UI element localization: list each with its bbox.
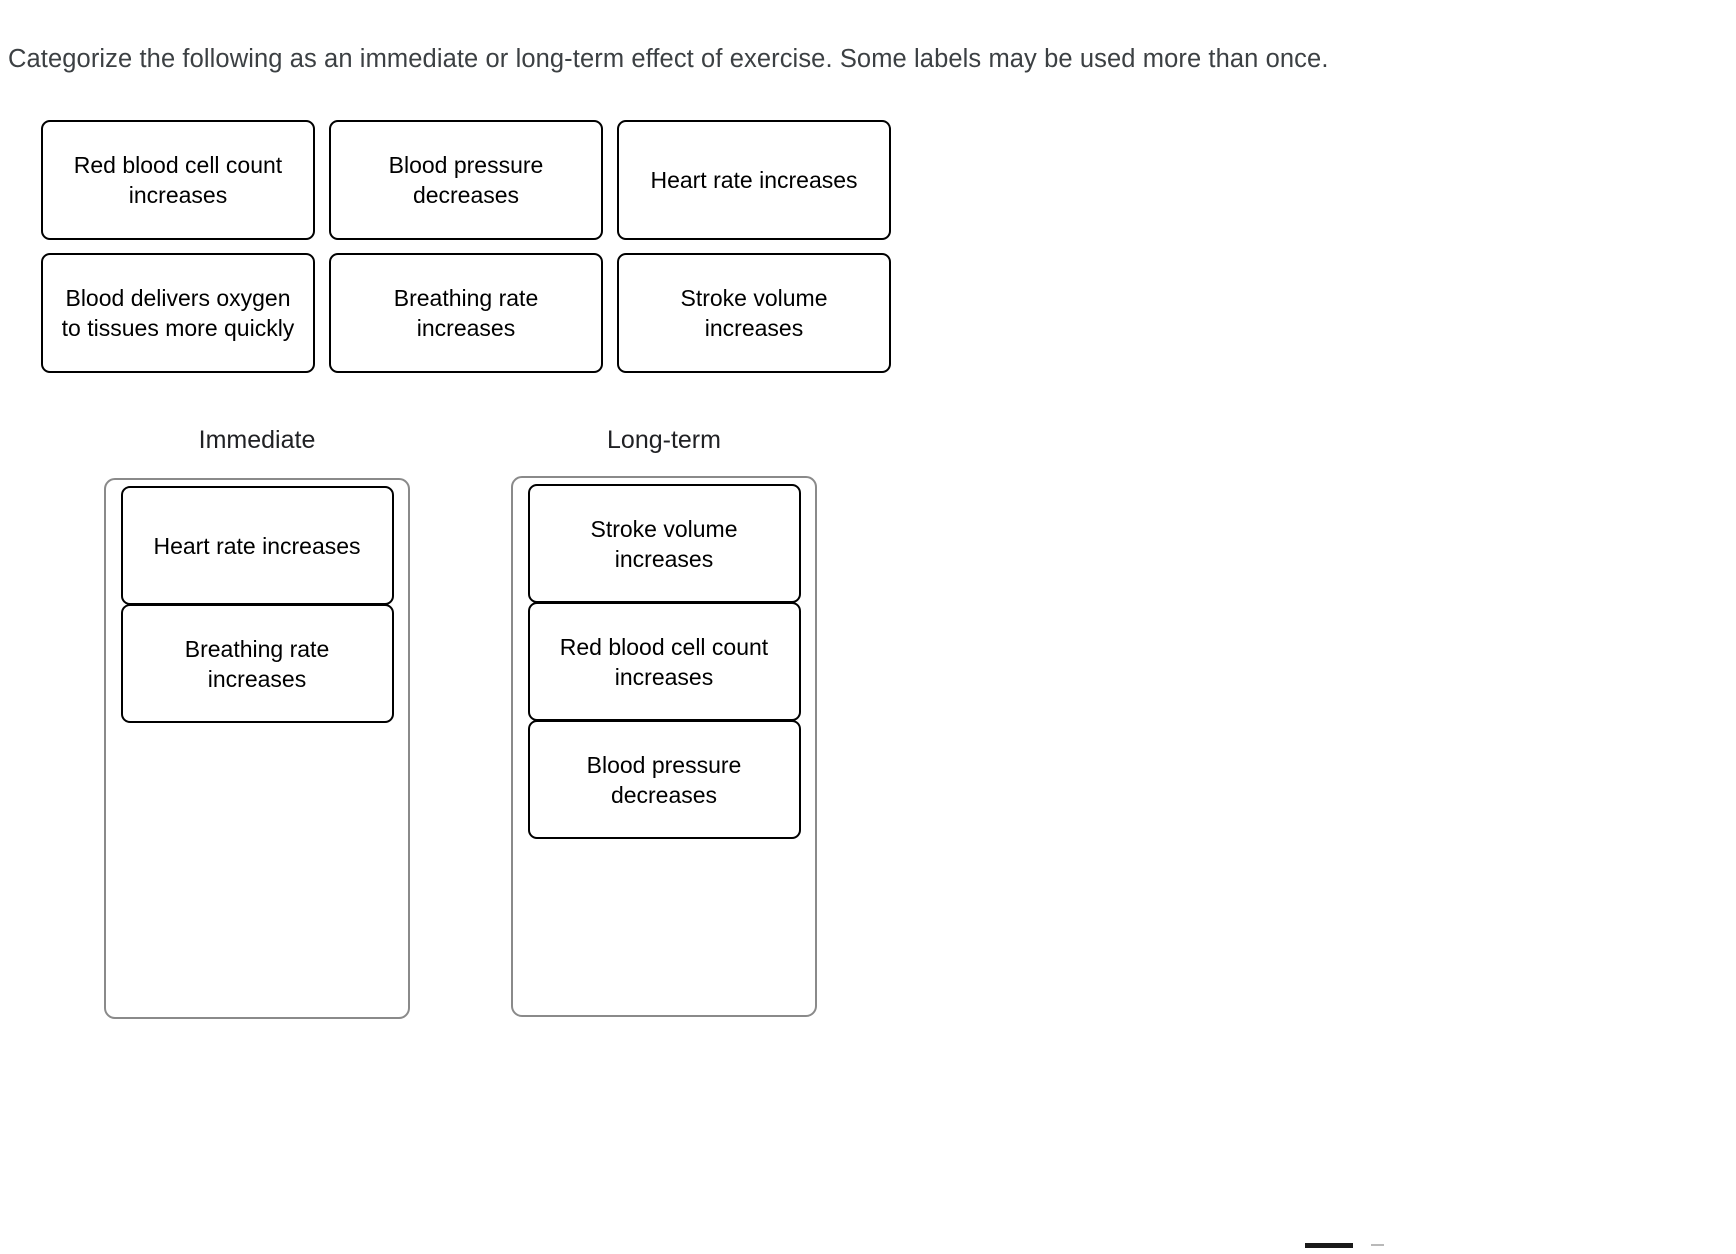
clipped-footer-content: [0, 1243, 1736, 1254]
placed-label-text: Red blood cell count increases: [559, 633, 769, 690]
placed-label-tile[interactable]: Blood pressure decreases: [527, 720, 801, 839]
category-long-term: Long-term Stroke volume increases Red bl…: [511, 425, 817, 1019]
placed-label-text: Breathing rate increases: [184, 635, 330, 692]
placed-label-text: Stroke volume increases: [590, 515, 738, 572]
label-bank: Red blood cell count increases Blood pre…: [41, 120, 901, 386]
category-immediate: Immediate Heart rate increases Breathing…: [104, 425, 410, 1019]
category-header-long-term: Long-term: [607, 426, 721, 454]
placed-label-tile[interactable]: Heart rate increases: [120, 486, 394, 605]
draggable-label-tile[interactable]: Stroke volume increases: [617, 253, 891, 373]
draggable-label-text: Red blood cell count increases: [73, 152, 283, 208]
draggable-label-text: Blood pressure decreases: [388, 152, 544, 208]
draggable-label-text: Breathing rate increases: [393, 285, 539, 341]
placed-label-text: Blood pressure decreases: [586, 751, 742, 808]
label-bank-row-2: Blood delivers oxygen to tissues more qu…: [41, 253, 901, 373]
label-bank-row-1: Red blood cell count increases Blood pre…: [41, 120, 901, 240]
clipped-glyph-primary: [1305, 1243, 1353, 1248]
draggable-label-text: Stroke volume increases: [680, 285, 828, 341]
draggable-label-tile[interactable]: Breathing rate increases: [329, 253, 603, 373]
draggable-label-text: Blood delivers oxygen to tissues more qu…: [61, 285, 295, 341]
placed-label-tile[interactable]: Stroke volume increases: [527, 484, 801, 603]
draggable-label-tile[interactable]: Blood delivers oxygen to tissues more qu…: [41, 253, 315, 373]
question-prompt: Categorize the following as an immediate…: [8, 45, 1329, 73]
draggable-label-tile[interactable]: Heart rate increases: [617, 120, 891, 240]
draggable-label-tile[interactable]: Blood pressure decreases: [329, 120, 603, 240]
placed-label-tile[interactable]: Red blood cell count increases: [527, 602, 801, 721]
draggable-label-text: Heart rate increases: [650, 167, 858, 193]
clipped-glyph-secondary: [1371, 1244, 1384, 1246]
placed-label-text: Heart rate increases: [153, 532, 361, 559]
category-header-immediate: Immediate: [198, 426, 316, 454]
category-area: Immediate Heart rate increases Breathing…: [104, 425, 817, 1019]
dropzone-immediate[interactable]: Heart rate increases Breathing rate incr…: [104, 478, 410, 1019]
dropzone-long-term[interactable]: Stroke volume increases Red blood cell c…: [511, 476, 817, 1017]
draggable-label-tile[interactable]: Red blood cell count increases: [41, 120, 315, 240]
placed-label-tile[interactable]: Breathing rate increases: [120, 604, 394, 723]
